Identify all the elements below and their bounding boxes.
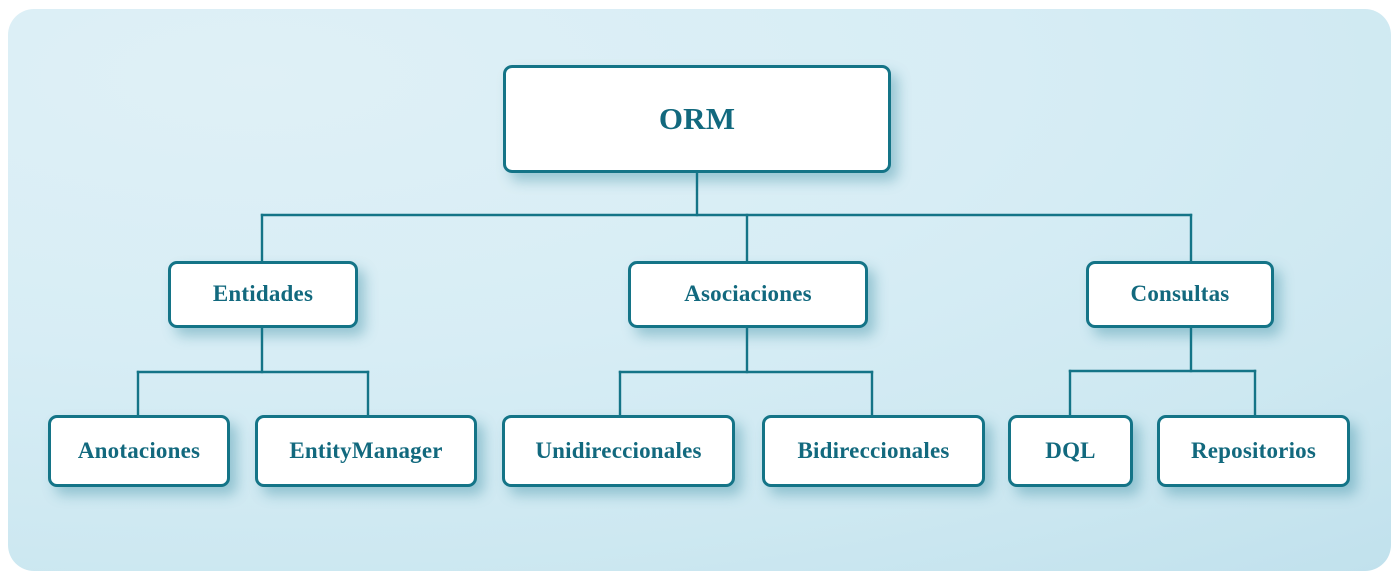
node-unidireccionales[interactable]: Unidireccionales <box>502 415 735 487</box>
node-orm[interactable]: ORM <box>503 65 891 173</box>
node-dql[interactable]: DQL <box>1008 415 1133 487</box>
node-orm-label: ORM <box>658 100 736 136</box>
node-entitymanager-label: EntityManager <box>289 437 443 463</box>
node-bidireccionales-label: Bidireccionales <box>797 437 950 463</box>
node-asociaciones[interactable]: Asociaciones <box>628 261 868 328</box>
node-entitymanager[interactable]: EntityManager <box>255 415 477 487</box>
node-asociaciones-label: Asociaciones <box>684 281 812 307</box>
node-unidireccionales-label: Unidireccionales <box>535 437 702 463</box>
node-anotaciones[interactable]: Anotaciones <box>48 415 230 487</box>
node-entidades-label: Entidades <box>212 281 314 307</box>
node-dql-label: DQL <box>1045 437 1096 463</box>
node-repositorios-label: Repositorios <box>1190 437 1317 463</box>
node-bidireccionales[interactable]: Bidireccionales <box>762 415 985 487</box>
node-entidades[interactable]: Entidades <box>168 261 358 328</box>
node-consultas-label: Consultas <box>1130 281 1230 307</box>
node-repositorios[interactable]: Repositorios <box>1157 415 1350 487</box>
node-consultas[interactable]: Consultas <box>1086 261 1274 328</box>
node-anotaciones-label: Anotaciones <box>77 437 201 463</box>
